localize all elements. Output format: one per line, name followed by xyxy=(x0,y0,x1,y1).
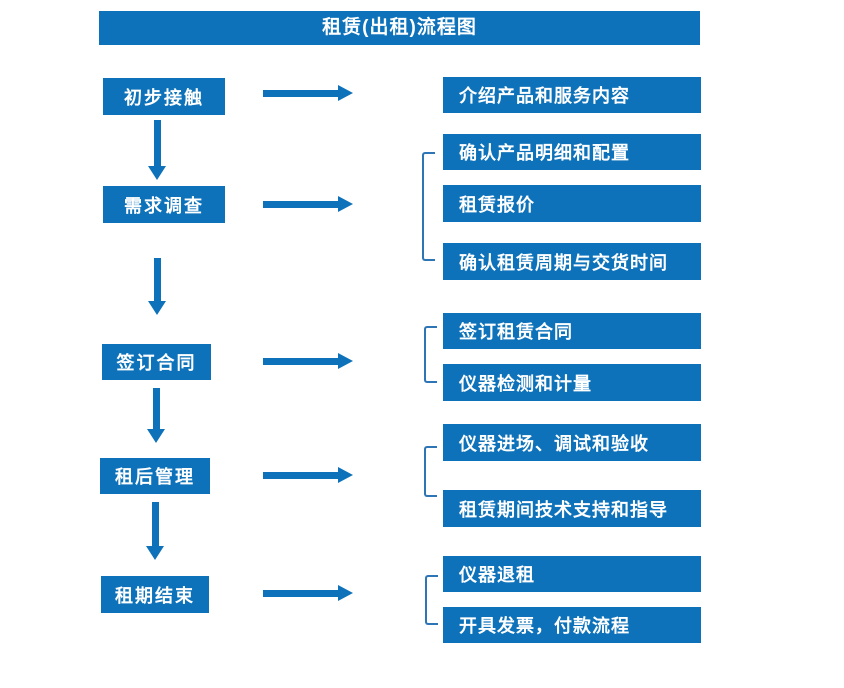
arrow-shaft xyxy=(263,471,338,479)
arrow-shaft xyxy=(153,258,161,301)
arrow-right-4-icon xyxy=(263,467,353,483)
arrow-down-2-icon xyxy=(148,258,166,315)
stage-initial-contact: 初步接触 xyxy=(103,78,225,115)
output-rental-quotation: 租赁报价 xyxy=(443,185,701,222)
arrow-head xyxy=(147,429,165,443)
bracket-group-sign-contract xyxy=(424,326,437,383)
arrow-head xyxy=(338,585,353,601)
arrow-shaft xyxy=(152,388,160,429)
arrow-head xyxy=(146,546,164,560)
arrow-head xyxy=(148,166,166,180)
arrow-down-1-icon xyxy=(148,120,166,180)
arrow-head xyxy=(338,85,353,101)
arrow-right-3-icon xyxy=(263,353,353,369)
arrow-shaft xyxy=(153,120,161,166)
arrow-right-2-icon xyxy=(263,196,353,212)
output-instrument-return: 仪器退租 xyxy=(443,556,701,592)
output-introduce-products: 介绍产品和服务内容 xyxy=(443,77,701,113)
stage-post-rental-management: 租后管理 xyxy=(100,458,210,494)
arrow-shaft xyxy=(263,589,338,597)
arrow-head xyxy=(148,301,166,315)
arrow-head xyxy=(338,353,353,369)
output-invoice-payment: 开具发票，付款流程 xyxy=(443,607,701,643)
arrow-shaft xyxy=(263,200,338,208)
arrow-right-1-icon xyxy=(263,85,353,101)
arrow-head xyxy=(338,467,353,483)
stage-sign-contract: 签订合同 xyxy=(102,344,211,380)
output-confirm-rental-period: 确认租赁周期与交货时间 xyxy=(443,243,701,280)
bracket-group-demand-survey xyxy=(422,152,435,261)
output-confirm-product-details: 确认产品明细和配置 xyxy=(443,134,701,170)
arrow-shaft xyxy=(151,502,159,546)
arrow-down-4-icon xyxy=(146,502,164,560)
bracket-group-lease-end xyxy=(425,575,438,625)
arrow-right-5-icon xyxy=(263,585,353,601)
arrow-shaft xyxy=(263,89,338,97)
flowchart-title: 租赁(出租)流程图 xyxy=(99,11,700,45)
output-technical-support: 租赁期间技术支持和指导 xyxy=(443,490,701,527)
arrow-down-3-icon xyxy=(147,388,165,443)
output-sign-rental-contract: 签订租赁合同 xyxy=(443,313,701,349)
stage-lease-end: 租期结束 xyxy=(101,576,209,613)
arrow-head xyxy=(338,196,353,212)
output-instrument-testing: 仪器检测和计量 xyxy=(443,364,701,401)
arrow-shaft xyxy=(263,357,338,365)
output-instrument-setup-acceptance: 仪器进场、调试和验收 xyxy=(443,424,701,461)
stage-demand-survey: 需求调查 xyxy=(103,186,225,223)
bracket-group-post-rental xyxy=(424,446,437,497)
